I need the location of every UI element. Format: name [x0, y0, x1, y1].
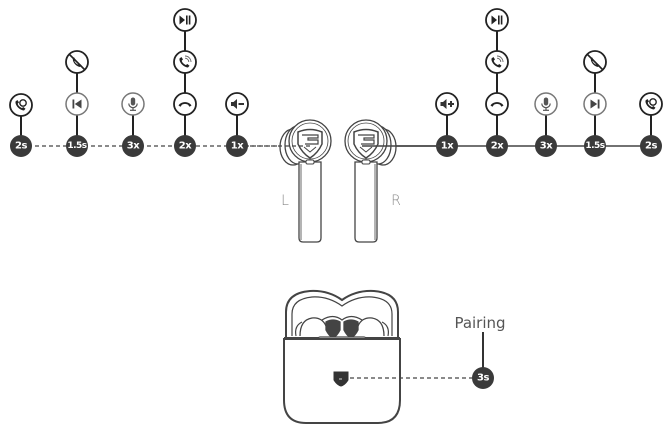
tap-badge: 2x [486, 135, 508, 157]
tap-badge: 1x [226, 135, 248, 157]
right-badges: 1x 2x 3x 1.5s 2s [436, 135, 662, 157]
incoming-call-icon [485, 50, 509, 74]
call-voice-assistant-icon [9, 93, 33, 117]
pairing-label: Pairing [454, 314, 505, 332]
svg-text:2x: 2x [179, 141, 192, 152]
left-connectors [20, 20, 238, 146]
tap-badge: 2s [10, 135, 32, 157]
answer-end-call-icon [173, 92, 197, 116]
tap-badge: 1.5s [584, 135, 606, 157]
svg-text:1.5s: 1.5s [585, 141, 604, 151]
tap-badge: 3x [535, 135, 557, 157]
svg-text:1x: 1x [441, 141, 454, 152]
charging-case [283, 289, 401, 424]
call-voice-assistant-icon [639, 92, 663, 116]
svg-text:3x: 3x [127, 141, 140, 152]
svg-text:1x: 1x [231, 141, 244, 152]
left-earbud [279, 119, 332, 243]
pairing-badge: 3s [472, 367, 494, 389]
svg-text:3x: 3x [540, 141, 553, 152]
play-pause-icon [485, 8, 509, 32]
svg-text:2s: 2s [645, 141, 657, 152]
svg-text:2x: 2x [491, 141, 504, 152]
answer-end-call-icon [485, 92, 509, 116]
right-earbud [344, 119, 397, 243]
right-earbud-label: R [391, 193, 401, 209]
next-track-icon [583, 92, 607, 116]
volume-up-icon [435, 92, 459, 116]
microphone-icon [121, 92, 145, 116]
tap-badge: 3x [122, 135, 144, 157]
right-connectors [446, 20, 652, 146]
case-pairing-button [333, 371, 349, 387]
volume-down-icon [225, 92, 249, 116]
tap-badge: 1.5s [66, 135, 88, 157]
tap-badge: 1x [436, 135, 458, 157]
svg-text:3s: 3s [477, 373, 489, 384]
reject-call-icon [65, 50, 89, 74]
left-earbud-label: L [281, 193, 289, 209]
tap-badge: 2x [174, 135, 196, 157]
reject-call-icon [583, 50, 607, 74]
svg-text:1.5s: 1.5s [67, 141, 86, 151]
incoming-call-icon [173, 50, 197, 74]
microphone-icon [534, 92, 558, 116]
play-pause-icon [173, 8, 197, 32]
left-badges: 2s 1.5s 3x 2x 1x [10, 135, 248, 157]
svg-text:2s: 2s [15, 141, 27, 152]
tap-badge: 2s [640, 135, 662, 157]
previous-track-icon [65, 92, 89, 116]
